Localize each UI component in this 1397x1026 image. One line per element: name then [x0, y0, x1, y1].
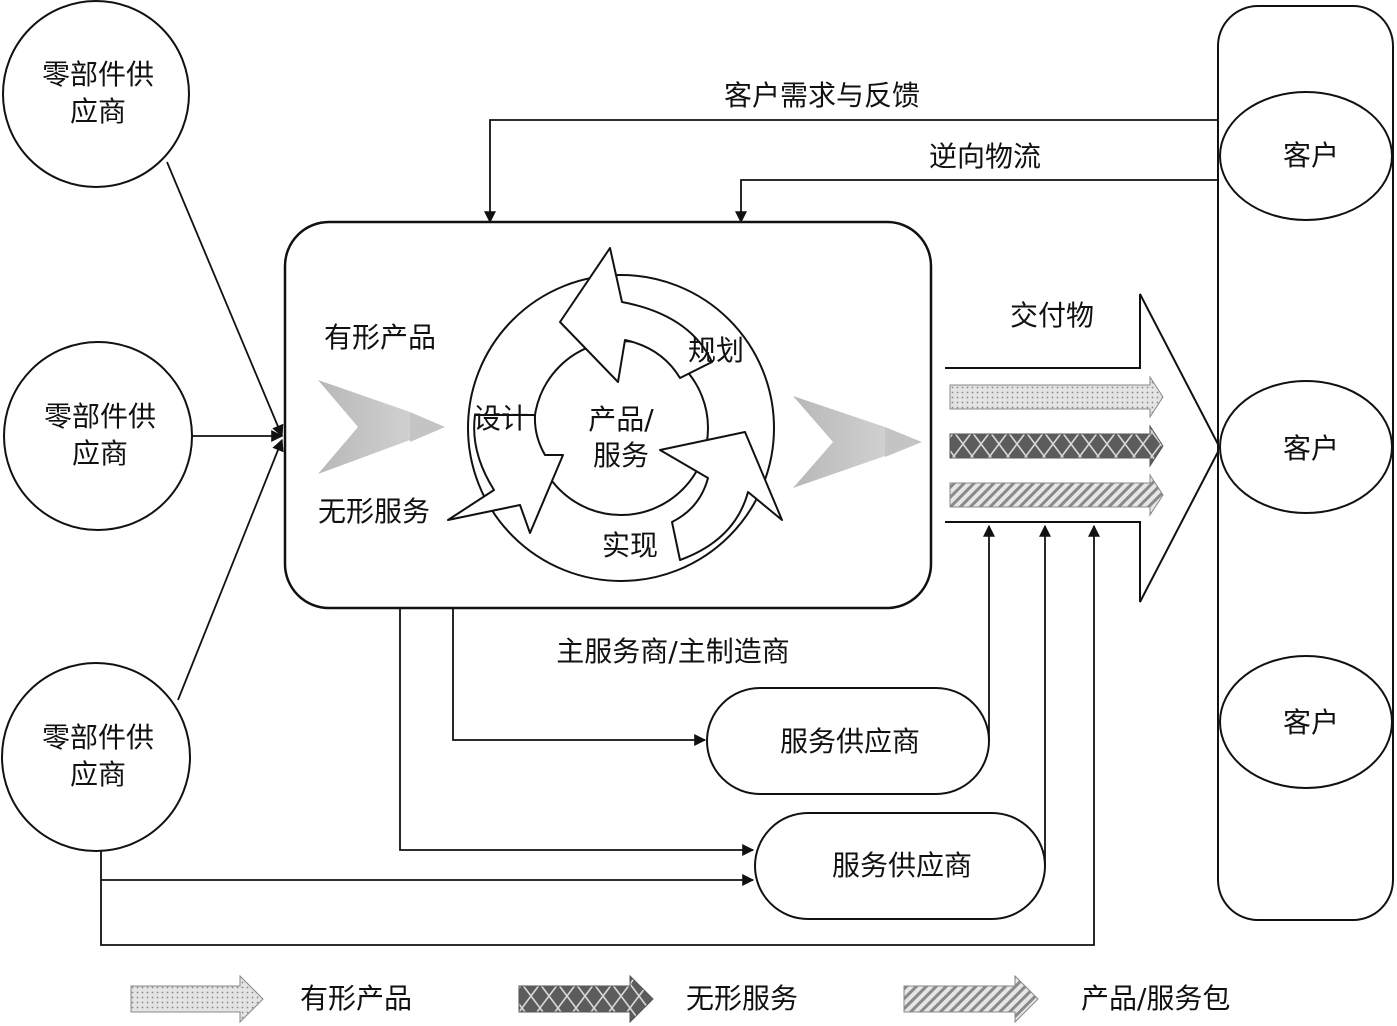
supplier-3-to-deliverables-arrow — [100, 524, 1100, 946]
customer-node-3: 客户 — [1219, 655, 1393, 789]
legend-swatch-tangible — [130, 974, 264, 1024]
customer-feedback-label: 客户需求与反馈 — [724, 79, 920, 112]
supplier-label-line2: 应商 — [70, 758, 126, 791]
cycle-plan-label: 规划 — [688, 334, 744, 367]
design-plan-realize-cycle — [447, 247, 783, 582]
tangible-product-band — [949, 375, 1164, 419]
supplier-1-arrow — [166, 161, 284, 438]
customer-node-1: 客户 — [1219, 91, 1393, 221]
customer-feedback-arrow — [484, 119, 1220, 224]
legend-label-tangible: 有形产品 — [300, 982, 412, 1015]
customer-label: 客户 — [1283, 139, 1339, 172]
legend-label-package: 产品/服务包 — [1081, 982, 1230, 1015]
legend: 有形产品 无形服务 产品/服务包 — [130, 974, 1230, 1024]
customer-label: 客户 — [1283, 706, 1339, 739]
service-supplier-label: 服务供应商 — [832, 849, 972, 882]
main-to-service-supplier-1-arrow — [452, 608, 707, 746]
supplier-label-line1: 零部件供 — [42, 58, 154, 91]
customer-node-2: 客户 — [1219, 380, 1393, 514]
legend-label-intangible: 无形服务 — [686, 982, 798, 1015]
supplier-3-to-service-supplier-2-arrow — [100, 851, 755, 886]
cycle-arrow-top — [559, 247, 713, 383]
supplier-node-3: 零部件供 应商 — [1, 662, 191, 852]
intangible-service-label: 无形服务 — [318, 495, 430, 528]
input-funnel-arrow — [318, 380, 445, 474]
supplier-label-line2: 应商 — [72, 437, 128, 470]
supplier-label-line2: 应商 — [70, 95, 126, 128]
cycle-center-line2: 服务 — [593, 439, 649, 472]
main-to-service-supplier-2-arrow — [399, 608, 755, 856]
supplier-node-2: 零部件供 应商 — [3, 341, 193, 531]
supplier-label-line1: 零部件供 — [42, 721, 154, 754]
intangible-service-band — [949, 424, 1164, 468]
tangible-product-label: 有形产品 — [324, 321, 436, 354]
supplier-node-1: 零部件供 应商 — [2, 0, 190, 188]
supplier-3-arrow — [177, 438, 284, 701]
cycle-arrow-left — [447, 414, 564, 534]
deliverables-label: 交付物 — [1010, 299, 1094, 332]
reverse-logistics-label: 逆向物流 — [929, 140, 1041, 173]
service-supplier-label: 服务供应商 — [780, 725, 920, 758]
cycle-arrow-right — [659, 431, 783, 561]
customer-label: 客户 — [1283, 432, 1339, 465]
cycle-center-line1: 产品/ — [588, 403, 654, 436]
cycle-realize-label: 实现 — [602, 529, 658, 562]
output-funnel-arrow — [793, 396, 922, 488]
supplier-label-line1: 零部件供 — [44, 400, 156, 433]
legend-swatch-package — [903, 974, 1039, 1024]
main-provider-label: 主服务商/主制造商 — [556, 635, 789, 668]
cycle-design-label: 设计 — [473, 402, 529, 435]
service-supplier-box-1 — [706, 687, 990, 795]
product-service-package-band — [949, 473, 1164, 517]
legend-swatch-intangible — [518, 974, 654, 1024]
reverse-logistics-arrow — [735, 179, 1220, 224]
